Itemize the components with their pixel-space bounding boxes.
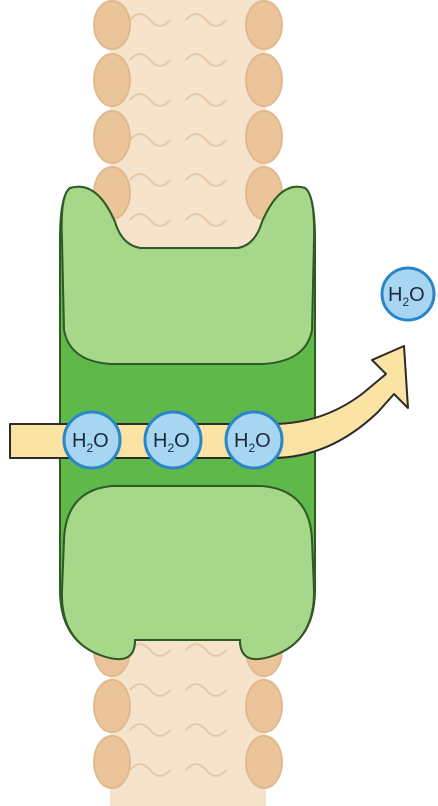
water-molecule-exiting: H2O (382, 268, 434, 320)
water-molecule: H2O (64, 412, 120, 468)
membrane-top (94, 0, 282, 250)
water-molecule: H2O (145, 412, 201, 468)
protein-subunit-lower (62, 486, 314, 659)
membrane-top-core (110, 0, 266, 250)
water-molecule: H2O (226, 412, 282, 468)
